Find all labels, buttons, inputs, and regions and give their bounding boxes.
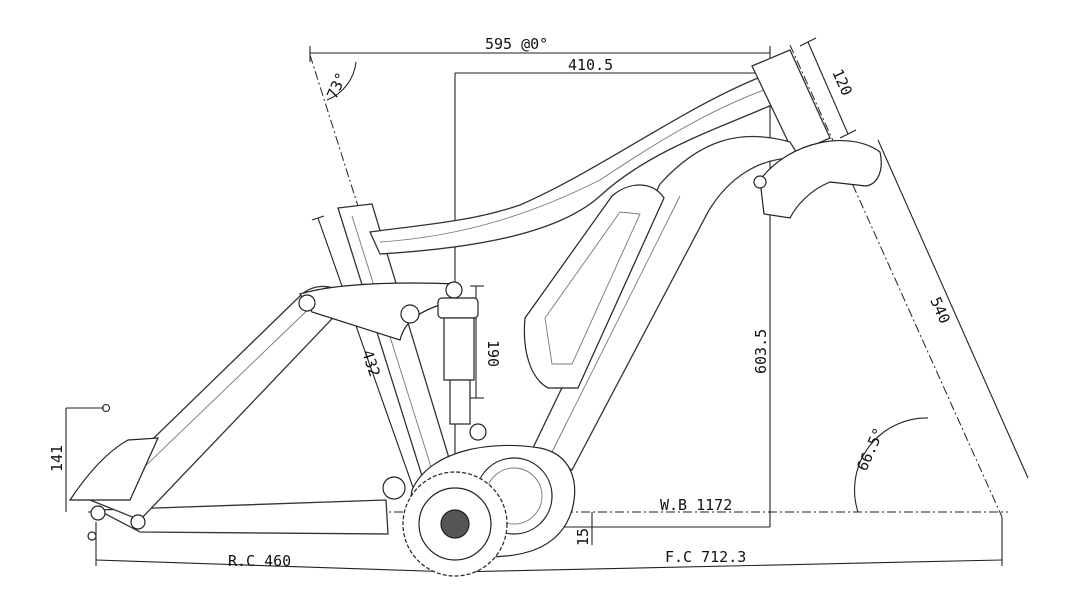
label-120: 120 xyxy=(828,66,855,98)
rocker-pivot xyxy=(400,304,420,324)
drive-unit xyxy=(402,444,576,577)
main-pivot xyxy=(382,476,406,500)
steering-axis xyxy=(789,44,1003,518)
dim-120-line xyxy=(807,41,849,135)
label-190: 190 xyxy=(484,340,502,367)
label-fc: F.C 712.3 xyxy=(665,548,746,566)
label-410: 410.5 xyxy=(568,56,613,74)
battery xyxy=(523,184,665,389)
dim-540-line xyxy=(877,139,1029,479)
fork-crown xyxy=(753,140,882,219)
shock-shaft xyxy=(449,379,471,425)
rear-shock xyxy=(437,281,487,441)
dim-432-line xyxy=(317,217,429,531)
shock-air-can-top xyxy=(437,297,479,319)
shock-upper-eye xyxy=(445,281,463,299)
headset-bracket xyxy=(759,140,882,219)
label-141: 141 xyxy=(48,445,66,472)
frame xyxy=(68,49,831,541)
label-73: 73° xyxy=(323,70,350,102)
label-665: 66.5° xyxy=(853,425,888,474)
label-595: 595 @0° xyxy=(485,35,548,53)
label-wheelbase: W.B 1172 xyxy=(660,496,732,514)
label-603: 603.5 xyxy=(752,329,770,374)
head-tube xyxy=(751,49,831,155)
seatstay-pivot xyxy=(298,294,316,312)
seat-angle-arc xyxy=(326,61,357,101)
label-rc: R.C 460 xyxy=(228,552,291,570)
rocker-link xyxy=(299,282,459,341)
label-15: 15 xyxy=(574,528,592,546)
axle-marker xyxy=(87,531,97,541)
label-432: 432 xyxy=(358,348,383,379)
dim-rc-line xyxy=(95,559,456,573)
bottom-bracket xyxy=(440,509,470,539)
label-540: 540 xyxy=(926,294,953,326)
dimension-lines xyxy=(65,37,1029,573)
chainstay-pivot xyxy=(130,514,146,530)
shock-air-can xyxy=(443,317,475,381)
dim-fc-line xyxy=(454,559,1003,573)
shock-lower-eye xyxy=(469,423,487,441)
head-angle-arc xyxy=(854,417,929,513)
headset-bolt xyxy=(753,175,767,189)
rear-axle xyxy=(90,505,106,521)
chainstay xyxy=(95,499,389,535)
rear-dropout xyxy=(68,437,159,501)
